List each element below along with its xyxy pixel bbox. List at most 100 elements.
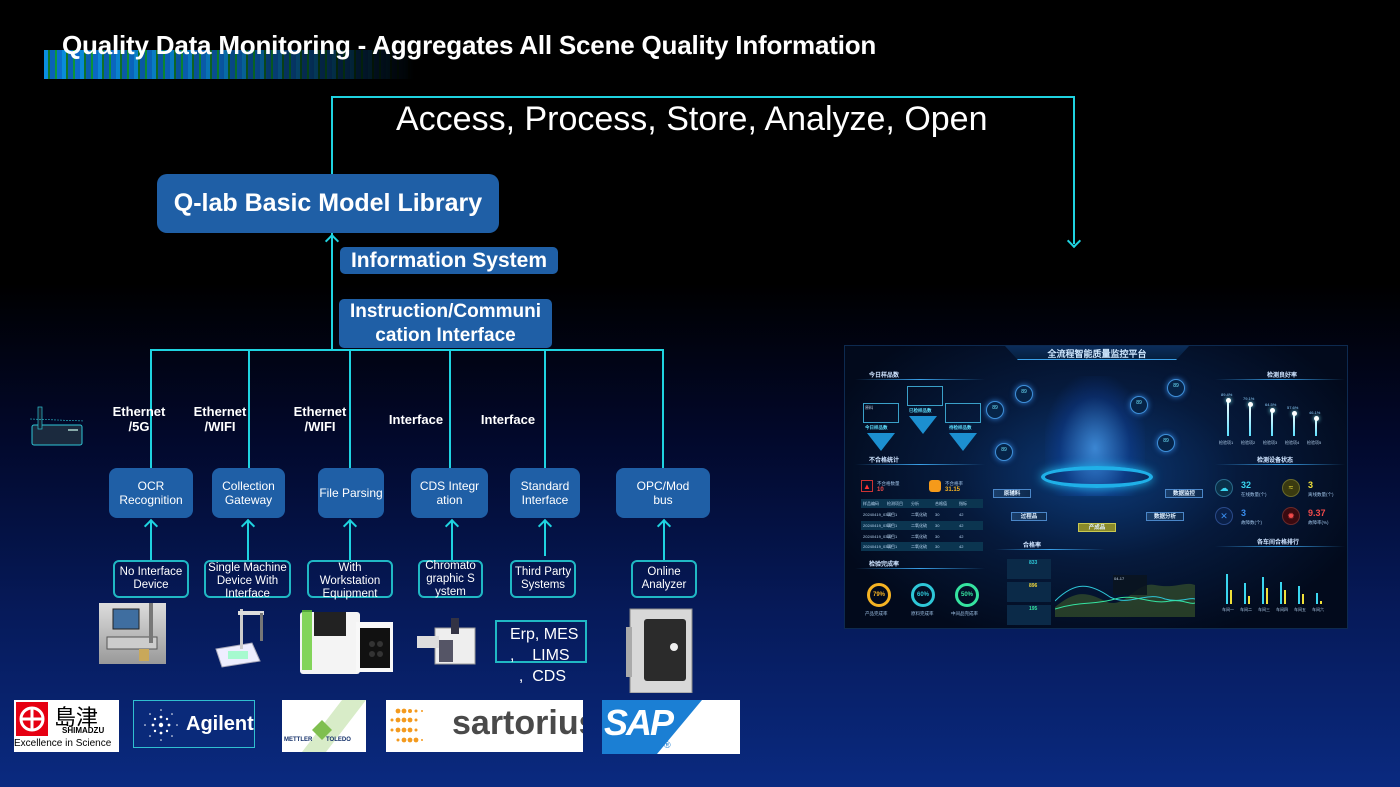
section-today-samples: 今日样品数 <box>869 373 900 379</box>
chart-tooltip: 04-17 <box>1113 575 1147 595</box>
category-label: 检验项2 <box>1241 440 1256 445</box>
information-system-box: Information System <box>340 247 558 274</box>
ring-label: 原料完成率 <box>911 611 934 616</box>
sample-card: 原料 <box>863 403 899 423</box>
lollipop-value-label: 89.4% <box>1221 392 1233 398</box>
connector-line <box>544 520 546 556</box>
category-label: 检验项3 <box>1263 440 1278 445</box>
equipment-label: 故障数(个) <box>1241 520 1262 525</box>
sartorius-dots-icon <box>390 708 423 743</box>
lollipop-value-label: 46.1% <box>1309 409 1321 415</box>
arrow-up-icon <box>444 518 460 534</box>
tools-icon: ✕ <box>1215 507 1233 525</box>
count-card <box>1007 605 1051 625</box>
metric-bubble: 89 <box>995 443 1013 461</box>
pyramid-icon <box>949 433 977 451</box>
page-title: Quality Data Monitoring - Aggregates All… <box>62 30 877 60</box>
title-decoration-bar <box>44 50 414 79</box>
single-machine-device-image <box>212 605 282 669</box>
model-library-box: Q-lab Basic Model Library <box>157 174 499 233</box>
logo-sap: SAP ® <box>602 700 740 754</box>
qualified-bar <box>1298 586 1300 604</box>
metric-bubble: 89 <box>1015 385 1033 403</box>
center-plate: 产成品 <box>1078 523 1116 532</box>
arrow-up-icon <box>240 518 256 534</box>
unqualified-bar <box>1320 600 1322 604</box>
category-label: 车间四 <box>1276 607 1288 612</box>
quality-dashboard-preview: 全流程智能质量监控平台 今日样品数 原料 今日样品数 已检样品数 待检样品数 不… <box>844 345 1348 629</box>
section-unqualified: 不合格统计 <box>869 458 900 464</box>
ocr-device-image <box>99 603 166 664</box>
source-workstation-equipment: With Workstation Equipment <box>307 560 393 600</box>
shimadzu-tagline: Excellence in Science <box>14 738 112 749</box>
lollipop-dot <box>1247 402 1253 408</box>
source-chromatographic-system: Chromatographic System <box>418 560 483 598</box>
card-label: 今日样品数 <box>865 425 888 430</box>
count-value: 195 <box>1029 606 1038 612</box>
ring-label: 产品完成率 <box>865 611 888 616</box>
tooltip-date: 04-17 <box>1114 576 1125 581</box>
logo-agilent: Agilent <box>133 700 255 748</box>
sample-card <box>907 386 943 406</box>
pyramid-icon <box>909 416 937 434</box>
instruction-interface-box: Instruction/Communi cation Interface <box>339 299 552 348</box>
online-analyzer-image <box>624 607 694 693</box>
count-card <box>1007 582 1051 602</box>
completion-ring: 50% <box>955 583 979 607</box>
connector-line <box>248 349 250 468</box>
connector-line <box>150 349 152 468</box>
lollipop-dot <box>1291 410 1297 416</box>
lollipop-dot <box>1269 408 1275 414</box>
metric-bubble: 89 <box>986 401 1004 419</box>
source-online-analyzer: Online Analyzer <box>631 560 697 598</box>
lollipop-stem <box>1315 417 1317 436</box>
equipment-label: 离线数量(个) <box>1308 492 1334 497</box>
section-inspection-completion: 检验完成率 <box>869 562 900 568</box>
equipment-value: 3 <box>1308 480 1314 490</box>
section-divider <box>1215 464 1345 465</box>
connector-line <box>247 520 249 560</box>
unqualified-rate: 31.15 <box>945 487 961 493</box>
unqualified-count: 10 <box>877 487 884 493</box>
arrow-up-icon <box>143 518 159 534</box>
connector-line <box>150 520 152 560</box>
equipment-value: 9.37 <box>1308 508 1326 518</box>
category-label: 车间一 <box>1222 607 1234 612</box>
hologram-base-ring <box>1041 466 1153 488</box>
section-qualified-rate: 合格率 <box>1023 543 1042 549</box>
warning-icon: ▲ <box>861 480 873 492</box>
category-label: 车间三 <box>1258 607 1270 612</box>
section-workshop-ranking: 各车间合格排行 <box>1257 540 1300 546</box>
connector-line <box>663 520 665 560</box>
metric-bubble: 89 <box>1130 396 1148 414</box>
arrow-up-icon <box>537 518 553 534</box>
section-divider <box>855 379 985 380</box>
unqualified-count-label: 不合格数量 <box>877 481 900 486</box>
lollipop-value-label: 79.1% <box>1243 396 1255 402</box>
source-no-interface-device: No Interface Device <box>113 560 189 598</box>
unqualified-bar <box>1284 589 1286 604</box>
metric-bubble: 89 <box>1157 434 1175 452</box>
systems-box <box>495 620 587 663</box>
section-detection-rate: 检测良好率 <box>1267 373 1298 379</box>
source-single-machine-device: Single Machine Device With Interface <box>204 560 291 600</box>
equipment-value: 3 <box>1241 508 1247 518</box>
node-collection-gateway: Collection Gateway <box>212 468 285 518</box>
table-header: 样品编码检测项目分析合格值指标 <box>861 499 983 508</box>
dashboard-title-bar <box>1005 346 1189 360</box>
qualified-bar <box>1262 576 1264 604</box>
section-divider <box>995 549 1105 550</box>
connection-label: Ethernet /WIFI <box>293 404 347 434</box>
center-plate: 数据分析 <box>1146 512 1184 521</box>
systems-list: Erp, MES , LIMS , CDS <box>510 626 579 685</box>
chromatograph-image <box>415 618 480 666</box>
category-label: 检验项4 <box>1285 440 1300 445</box>
lollipop-stem <box>1249 404 1251 436</box>
toledo-text: TOLEDO <box>326 737 351 743</box>
completion-ring: 79% <box>867 583 891 607</box>
connector-line <box>1073 96 1075 244</box>
node-standard-interface: Standard Interface <box>510 468 580 518</box>
